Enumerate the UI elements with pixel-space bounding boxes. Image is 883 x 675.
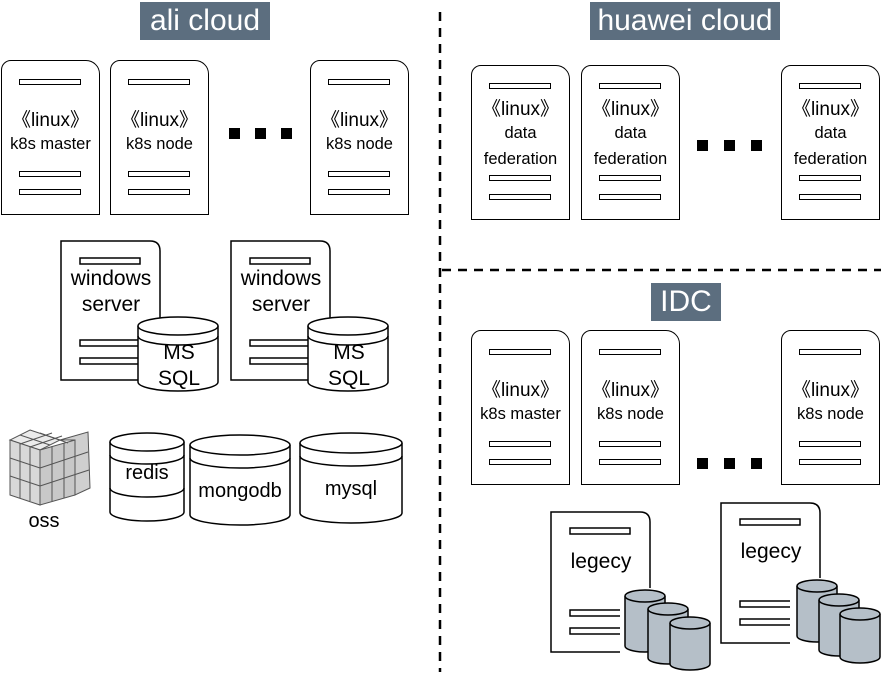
oss-cube-icon (8, 429, 91, 506)
server-slot (128, 171, 190, 177)
server-role-label: data (504, 124, 537, 142)
server-slot (489, 441, 551, 447)
server-slot (599, 83, 661, 89)
idc-k8s-master-server: 《linux》 k8s master (471, 330, 570, 485)
ellipsis-dot (751, 140, 762, 151)
legacy-server-1 (550, 511, 712, 671)
legacy-db-stack-1 (624, 589, 711, 671)
windows-server-2 (230, 240, 389, 392)
legacy-label: legecy (740, 540, 802, 563)
server-role-label: federation (793, 150, 868, 168)
redis-database-icon (109, 432, 185, 522)
server-role-label: k8s node (797, 405, 864, 423)
server-slot (19, 189, 81, 195)
server-slot (599, 349, 661, 355)
server-slot (799, 459, 861, 465)
mysql-label: mysql (324, 478, 378, 500)
oss-label: oss (28, 510, 60, 532)
server-os-label: 《linux》 (591, 380, 670, 401)
server-os-label: 《linux》 (11, 110, 90, 131)
server-slot (599, 441, 661, 447)
ellipsis-dot (751, 458, 762, 469)
server-slot (489, 194, 551, 200)
ellipsis-dot (697, 458, 708, 469)
huawei-data-federation-server: 《linux》 data federation (471, 65, 570, 220)
server-os-label: 《linux》 (791, 380, 870, 401)
huawei-data-federation-server: 《linux》 data federation (581, 65, 680, 220)
server-role-label: federation (483, 150, 558, 168)
server-slot (799, 349, 861, 355)
ali-k8s-node-server: 《linux》 k8s node (110, 60, 209, 215)
ellipsis-dot (724, 458, 735, 469)
server-os-label: 《linux》 (120, 110, 199, 131)
ellipsis-dot (724, 140, 735, 151)
server-slot (128, 189, 190, 195)
server-slot (328, 171, 390, 177)
region-title-huawei: huawei cloud (590, 2, 780, 40)
server-slot (599, 459, 661, 465)
mongodb-database-icon (189, 434, 291, 526)
ellipsis-dot (255, 128, 266, 139)
redis-label: redis (125, 462, 169, 484)
legacy-db-stack-2 (796, 579, 881, 664)
region-title-idc: IDC (651, 283, 721, 321)
server-slot (489, 459, 551, 465)
server-slot (489, 175, 551, 181)
server-slot (599, 175, 661, 181)
server-slot (799, 83, 861, 89)
server-slot (489, 83, 551, 89)
mssql-database-1 (137, 316, 219, 392)
server-slot (489, 349, 551, 355)
legacy-label: legecy (570, 550, 632, 573)
region-title-ali: ali cloud (140, 2, 270, 40)
windows-server-label: windows server (240, 267, 322, 316)
ellipsis-dot (281, 128, 292, 139)
windows-server-1 (60, 240, 219, 392)
mysql-database-icon (299, 432, 403, 524)
idc-k8s-node-server: 《linux》 k8s node (581, 330, 680, 485)
server-os-label: 《linux》 (320, 110, 399, 131)
ellipsis-dot (229, 128, 240, 139)
server-role-label: data (614, 124, 647, 142)
windows-server-label: windows server (70, 267, 152, 316)
server-slot (328, 189, 390, 195)
mongodb-label: mongodb (198, 480, 282, 502)
mssql-label: MS SQL (157, 341, 201, 390)
server-slot (799, 194, 861, 200)
server-slot (799, 175, 861, 181)
mssql-database-2 (307, 316, 389, 392)
server-slot (799, 441, 861, 447)
idc-k8s-node-server: 《linux》 k8s node (781, 330, 880, 485)
server-slot (19, 79, 81, 85)
server-os-label: 《linux》 (591, 99, 670, 120)
server-os-label: 《linux》 (481, 99, 560, 120)
server-role-label: data (814, 124, 847, 142)
huawei-data-federation-server: 《linux》 data federation (781, 65, 880, 220)
server-role-label: k8s node (597, 405, 664, 423)
server-role-label: k8s node (126, 135, 193, 153)
ali-k8s-node-server: 《linux》 k8s node (310, 60, 409, 215)
server-slot (599, 194, 661, 200)
server-os-label: 《linux》 (791, 99, 870, 120)
server-slot (128, 79, 190, 85)
server-role-label: k8s master (10, 135, 91, 153)
ellipsis-dot (697, 140, 708, 151)
ali-k8s-master-server: 《linux》 k8s master (1, 60, 100, 215)
server-os-label: 《linux》 (481, 380, 560, 401)
mssql-label: MS SQL (327, 341, 371, 390)
server-role-label: federation (593, 150, 668, 168)
server-role-label: k8s node (326, 135, 393, 153)
server-slot (19, 171, 81, 177)
server-role-label: k8s master (480, 405, 561, 423)
legacy-server-2 (720, 502, 882, 664)
server-slot (328, 79, 390, 85)
